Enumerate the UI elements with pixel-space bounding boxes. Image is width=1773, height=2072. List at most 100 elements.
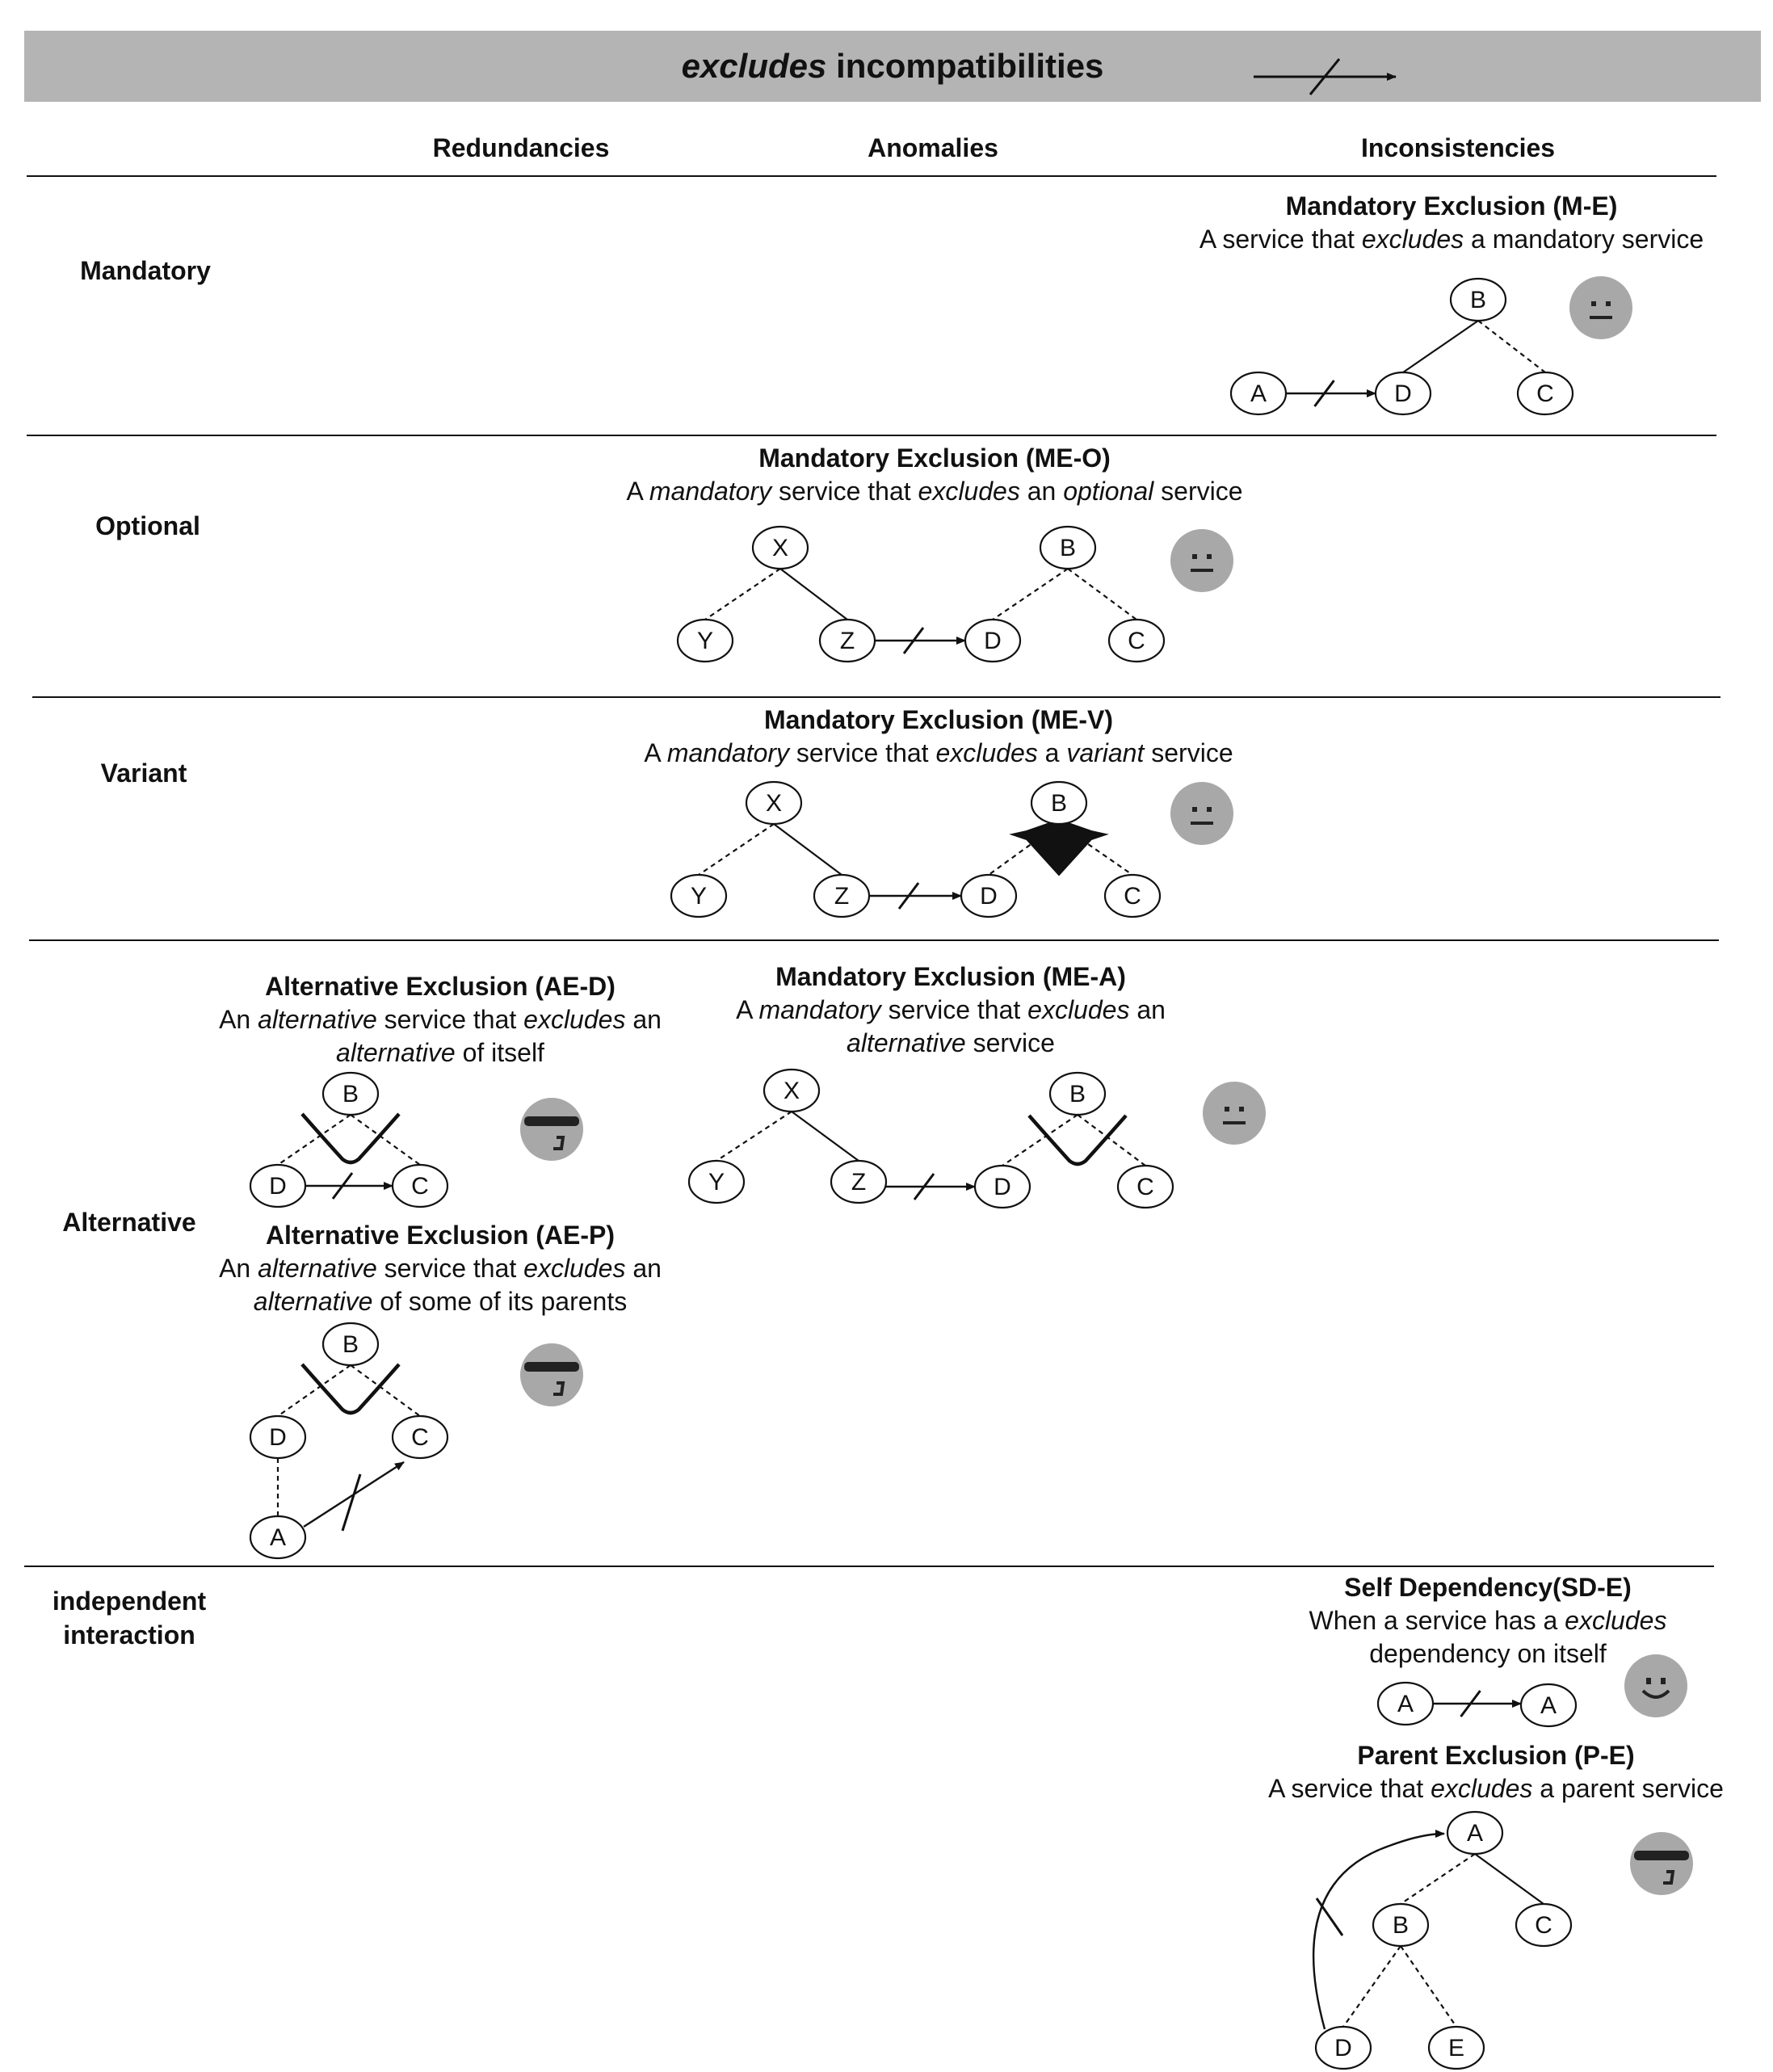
node-label: D (984, 628, 1002, 654)
node-d: D (1374, 371, 1432, 416)
node-circle (1515, 1902, 1573, 1948)
optional-edge (1058, 823, 1133, 876)
node-label: B (342, 1081, 359, 1107)
case-description: A mandatory service that excludes a vari… (644, 738, 1233, 767)
optional-edge (1342, 1945, 1401, 2028)
node-label: C (1128, 628, 1145, 654)
row-divider (27, 435, 1716, 436)
node-circle (687, 1159, 746, 1204)
optional-edge (1400, 1853, 1476, 1905)
sunglasses-face-icon (520, 1098, 583, 1161)
case-ae-d: Alternative Exclusion (AE-D) An alternat… (219, 969, 662, 1070)
node-circle (249, 1515, 307, 1560)
node-circle (1446, 1810, 1504, 1856)
face-disc (520, 1343, 583, 1406)
node-circle (763, 1068, 821, 1113)
face-sunglasses (1634, 1851, 1689, 1860)
node-c: C (391, 1414, 449, 1460)
excludes-slash (913, 1173, 935, 1200)
node-label: B (342, 1331, 359, 1358)
face-disc (520, 1098, 583, 1161)
node-label: D (269, 1173, 287, 1200)
node-label: C (1124, 883, 1141, 910)
node-z: Z (830, 1159, 888, 1204)
header-banner: excludes incompatibilities (24, 31, 1761, 102)
optional-edge (350, 1364, 421, 1417)
face-disc (1630, 1832, 1693, 1895)
node-x: X (751, 525, 809, 570)
optional-edge (1002, 1114, 1078, 1166)
mandatory-edge (791, 1111, 859, 1162)
node-label: D (1334, 2035, 1352, 2061)
face-eye (1591, 301, 1596, 306)
node-x: X (745, 780, 803, 826)
optional-edge (1477, 320, 1546, 373)
optional-edge (698, 823, 775, 876)
column-header-inconsistencies: Inconsistencies (1360, 133, 1556, 162)
case-me-a: Mandatory Exclusion (ME-A) A mandatory s… (736, 960, 1166, 1060)
case-me-o: Mandatory Exclusion (ME-O) A mandatory s… (626, 441, 1242, 508)
node-label: Y (708, 1169, 725, 1196)
node-a: A (1519, 1683, 1578, 1728)
row-label-optional: Optional (95, 511, 200, 540)
row-divider (32, 696, 1720, 698)
mandatory-edge (773, 823, 842, 876)
node-label: D (980, 883, 998, 910)
face-eye (1646, 1678, 1651, 1684)
case-m-e: Mandatory Exclusion (M-E) A service that… (1200, 189, 1704, 256)
node-label: X (784, 1078, 800, 1104)
face-eye (1606, 301, 1611, 306)
node-label: A (1467, 1820, 1483, 1847)
node-a: A (1229, 371, 1288, 416)
case-description: An alternative service that excludes an (219, 1005, 662, 1034)
node-circle (1372, 1902, 1430, 1948)
excludes-slash (331, 1172, 354, 1200)
node-label: Y (697, 628, 713, 654)
node-circle (1449, 277, 1507, 322)
node-label: E (1448, 2035, 1464, 2061)
optional-edge (704, 568, 781, 620)
excludes-slash (1313, 380, 1335, 407)
face-eye (1661, 1678, 1666, 1684)
node-circle (745, 780, 803, 826)
node-d: D (1314, 2025, 1372, 2070)
sunglasses-face-icon (520, 1343, 583, 1406)
node-b: B (321, 1322, 380, 1367)
mandatory-edge (779, 568, 848, 620)
mandatory-edge (1402, 320, 1479, 373)
case-p-e: Parent Exclusion (P-E) A service that ex… (1268, 1738, 1724, 1805)
node-label: A (270, 1524, 286, 1551)
optional-edge (1067, 568, 1137, 620)
face-eye (1192, 807, 1197, 812)
excludes-slash (341, 1473, 362, 1532)
node-label: B (1470, 287, 1486, 313)
column-header-anomalies: Anomalies (868, 133, 998, 162)
face-disc (1170, 782, 1233, 845)
node-label: C (411, 1173, 429, 1200)
mandatory-edge (1474, 1853, 1544, 1905)
node-circle (1116, 1164, 1174, 1209)
sunglasses-face-icon (1630, 1832, 1693, 1895)
node-y: Y (670, 873, 728, 918)
case-sd-e: Self Dependency(SD-E) When a service has… (1309, 1570, 1667, 1671)
neutral-face-icon (1569, 276, 1632, 339)
smiling-face-icon (1624, 1654, 1687, 1717)
node-a: A (1446, 1810, 1504, 1856)
node-label: B (1393, 1912, 1409, 1939)
node-c: C (391, 1163, 449, 1208)
node-label: Z (834, 883, 849, 910)
node-b: B (1030, 780, 1088, 826)
node-circle (1516, 371, 1574, 416)
node-label: Z (840, 628, 855, 654)
legend-arrow-slash (1309, 58, 1341, 95)
face-mouth (553, 1381, 565, 1396)
node-circle (1103, 873, 1162, 918)
node-b: B (1449, 277, 1507, 322)
node-b: B (321, 1071, 380, 1116)
node-label: Z (851, 1169, 866, 1196)
node-circle (321, 1322, 380, 1367)
node-label: B (1060, 535, 1076, 561)
page-title: excludes incompatibilities (681, 47, 1104, 85)
excludes-slash (1460, 1690, 1481, 1717)
